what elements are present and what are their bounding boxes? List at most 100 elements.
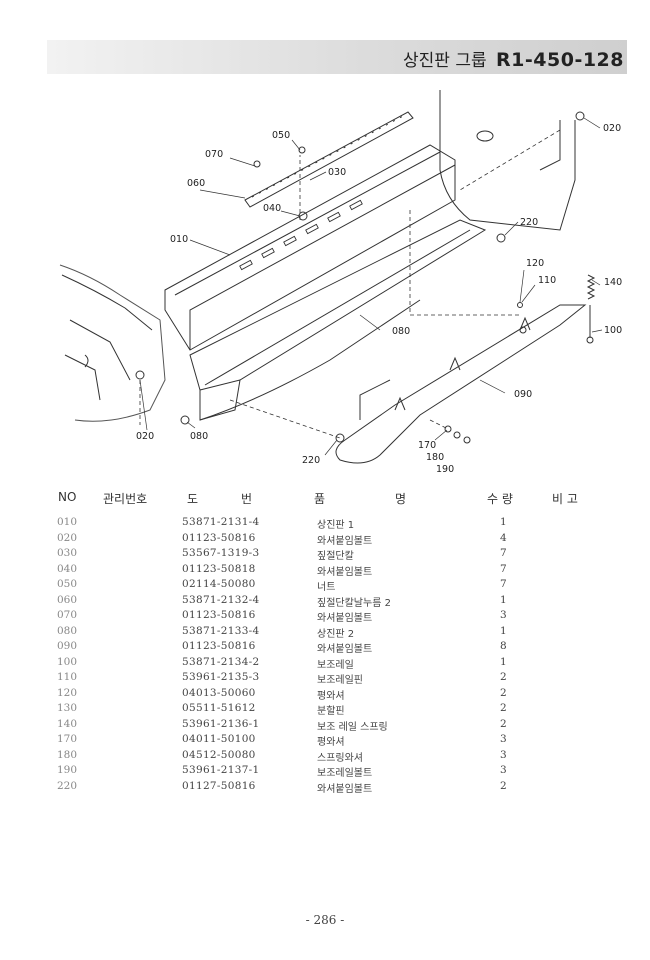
cell-part: 04011-50100 bbox=[182, 733, 256, 745]
cell-qty: 2 bbox=[500, 686, 507, 699]
cell-qty: 2 bbox=[500, 717, 507, 730]
cell-qty: 7 bbox=[500, 578, 507, 590]
cell-no: 050 bbox=[57, 578, 78, 590]
cell-qty: 7 bbox=[500, 562, 507, 575]
cell-name: 짚절단칼 bbox=[317, 551, 354, 562]
cell-part: 53871-2134-2 bbox=[182, 655, 260, 668]
cell-qty: 3 bbox=[500, 733, 507, 745]
table-row: 080 53871-2133-4 상진판 2 1 bbox=[0, 625, 650, 641]
cell-name: 보조레일핀 bbox=[317, 675, 363, 686]
col-qty: 수 량 bbox=[487, 492, 513, 506]
cell-qty: 2 bbox=[500, 702, 507, 714]
cell-qty: 3 bbox=[500, 748, 507, 761]
col-drawing-2: 번 bbox=[241, 492, 253, 506]
cell-no: 110 bbox=[57, 671, 78, 683]
cell-no: 180 bbox=[57, 748, 78, 761]
table-row: 190 53961-2137-1 보조레일볼트 3 bbox=[0, 764, 650, 780]
cell-part: 53961-2135-3 bbox=[182, 671, 260, 683]
label-090: 080 bbox=[190, 431, 208, 442]
cell-part: 02114-50080 bbox=[182, 578, 256, 590]
cell-part: 05511-51612 bbox=[182, 702, 256, 714]
label-170: 170 bbox=[418, 440, 436, 451]
label-060: 060 bbox=[187, 178, 205, 189]
cell-name: 너트 bbox=[317, 582, 336, 593]
cell-name: 상진판 2 bbox=[317, 628, 355, 640]
col-drawing-1: 도 bbox=[187, 492, 199, 506]
cell-qty: 1 bbox=[500, 593, 507, 606]
cell-name: 와셔붙임볼트 bbox=[317, 566, 373, 578]
label-220-bottom: 220 bbox=[302, 455, 320, 466]
cell-part: 04013-50060 bbox=[182, 686, 256, 699]
cell-qty: 3 bbox=[500, 609, 507, 621]
cell-qty: 7 bbox=[500, 547, 507, 559]
cell-name: 스프링와셔 bbox=[317, 752, 363, 764]
cell-part: 01123-50816 bbox=[182, 640, 256, 652]
cell-no: 060 bbox=[57, 593, 78, 606]
label-020-top: 020 bbox=[603, 123, 621, 134]
cell-name: 보조레일볼트 bbox=[317, 768, 373, 779]
label-010: 010 bbox=[170, 234, 188, 245]
cell-no: 130 bbox=[57, 702, 78, 714]
group-name: 상진판 그룹 bbox=[403, 51, 487, 71]
cell-no: 140 bbox=[57, 717, 78, 730]
col-mgmt: 관리번호 bbox=[103, 492, 148, 506]
cell-qty: 2 bbox=[500, 671, 507, 683]
table-row: 110 53961-2135-3 보조레일핀 2 bbox=[0, 671, 650, 687]
page-number: - 286 - bbox=[305, 913, 345, 927]
exploded-parts-diagram: 050 070 030 060 040 010 020 220 120 110 … bbox=[59, 90, 622, 475]
cell-no: 070 bbox=[57, 609, 78, 621]
cell-no: 080 bbox=[57, 624, 78, 637]
group-code: R1-450-128 bbox=[496, 49, 624, 71]
cell-name: 분할핀 bbox=[317, 706, 345, 717]
cell-part: 53871-2131-4 bbox=[182, 516, 260, 528]
label-220-right: 220 bbox=[520, 217, 538, 228]
table-row: 170 04011-50100 평와셔 3 bbox=[0, 733, 650, 749]
cell-qty: 4 bbox=[500, 531, 507, 544]
cell-qty: 3 bbox=[500, 764, 507, 776]
table-row: 130 05511-51612 분할핀 2 bbox=[0, 702, 650, 718]
cell-part: 53961-2136-1 bbox=[182, 717, 260, 730]
cell-no: 030 bbox=[57, 547, 78, 559]
cell-no: 170 bbox=[57, 733, 78, 745]
table-row: 050 02114-50080 너트 7 bbox=[0, 578, 650, 594]
header-bar bbox=[47, 40, 627, 74]
cell-no: 040 bbox=[57, 562, 78, 575]
cell-name: 보조레일 bbox=[317, 659, 354, 671]
cell-no: 220 bbox=[57, 779, 78, 792]
cell-name: 평와셔 bbox=[317, 690, 345, 702]
cell-no: 090 bbox=[57, 640, 78, 652]
col-remarks: 비 고 bbox=[552, 492, 578, 506]
cell-no: 100 bbox=[57, 655, 78, 668]
page-title: 상진판 그룹 R1-450-128 bbox=[403, 46, 624, 71]
cell-qty: 2 bbox=[500, 779, 507, 792]
cell-part: 53871-2133-4 bbox=[182, 624, 260, 637]
label-070: 070 bbox=[205, 149, 223, 160]
cell-part: 01127-50816 bbox=[182, 779, 256, 792]
col-no: NO bbox=[58, 490, 77, 504]
cell-no: 190 bbox=[57, 764, 78, 776]
table-row: 100 53871-2134-2 보조레일 1 bbox=[0, 656, 650, 672]
label-120: 110 bbox=[538, 275, 556, 286]
cell-name: 평와셔 bbox=[317, 737, 345, 748]
label-110: 100 bbox=[604, 325, 622, 336]
cell-qty: 1 bbox=[500, 655, 507, 668]
cell-no: 020 bbox=[57, 531, 78, 544]
label-050: 050 bbox=[272, 130, 290, 141]
cell-qty: 1 bbox=[500, 624, 507, 637]
col-name-1: 품 bbox=[314, 492, 326, 506]
cell-name: 와셔붙임볼트 bbox=[317, 644, 373, 655]
cell-part: 53961-2137-1 bbox=[182, 764, 260, 776]
cell-no: 010 bbox=[57, 516, 78, 528]
label-180: 180 bbox=[426, 452, 444, 463]
